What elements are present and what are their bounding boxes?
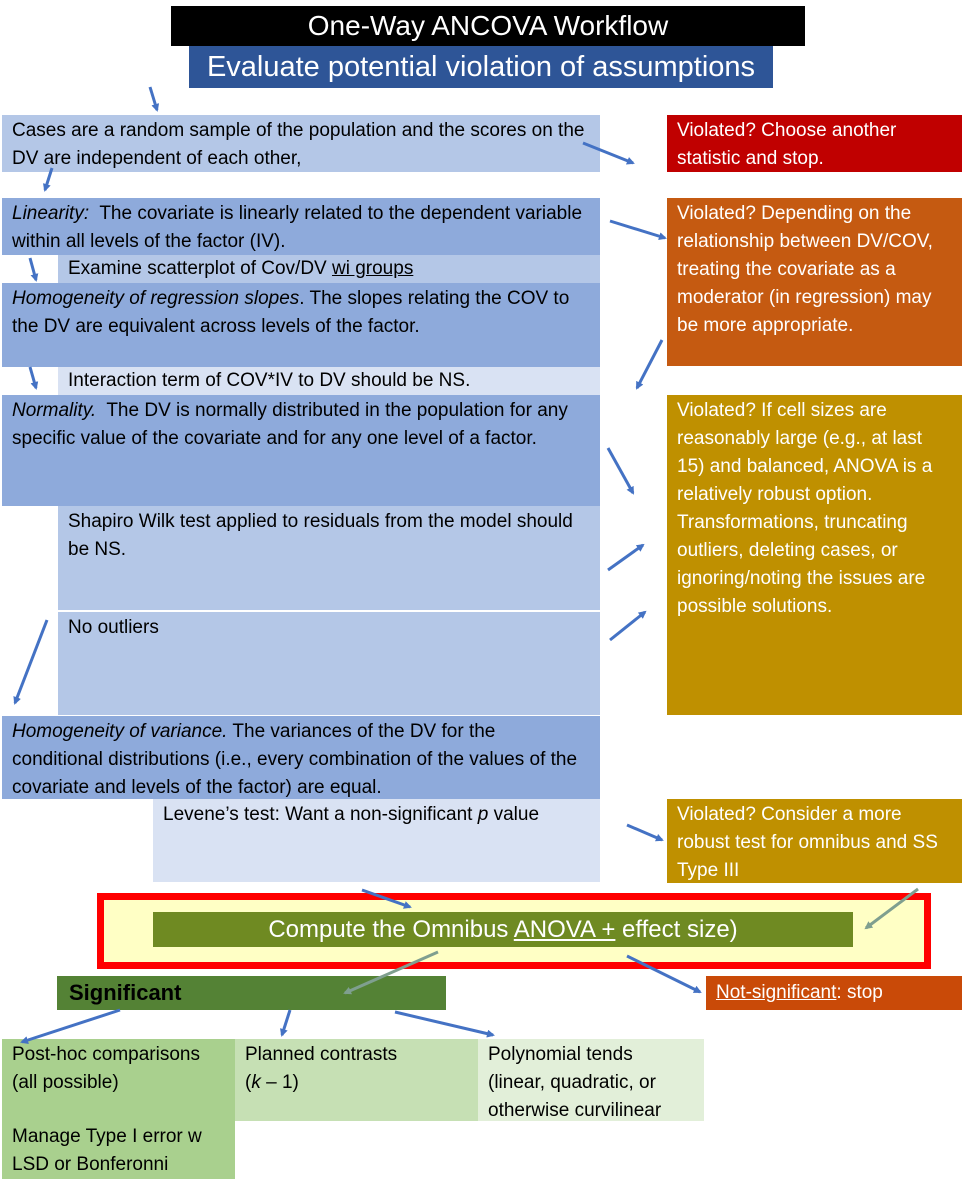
planned-contrasts-box: Planned contrasts (k – 1)	[235, 1039, 478, 1121]
posthoc-text: Post-hoc comparisons (all possible)	[12, 1044, 200, 1093]
not-significant-suffix: : stop	[836, 982, 883, 1003]
levene-suffix: value	[488, 804, 540, 825]
omnibus-suffix: effect size)	[615, 916, 738, 943]
planned-contrasts-k: k	[251, 1072, 261, 1093]
arrow	[148, 86, 160, 112]
violation-variance-box: Violated? Consider a more robust test fo…	[667, 799, 962, 883]
independence-text: Cases are a random sample of the populat…	[12, 120, 585, 169]
violation-variance-text: Violated? Consider a more robust test fo…	[677, 804, 938, 881]
homogeneity-slopes-box: Homogeneity of regression slopes. The sl…	[2, 283, 600, 367]
violation-independence-box: Violated? Choose another statistic and s…	[667, 115, 962, 172]
interaction-box: Interaction term of COV*IV to DV should …	[58, 367, 600, 395]
linearity-box: Linearity: The covariate is linearly rel…	[2, 198, 600, 255]
arrow	[607, 543, 645, 572]
homogeneity-slopes-label: Homogeneity of regression slopes	[12, 288, 300, 309]
normality-box: Normality. The DV is normally distribute…	[2, 395, 600, 506]
levene-text: Levene’s test: Want a non-significant	[163, 804, 478, 825]
scatterplot-box: Examine scatterplot of Cov/DV wi groups	[58, 255, 600, 283]
scatterplot-underlined: wi groups	[332, 258, 414, 279]
arrow	[626, 823, 664, 842]
linearity-text: The covariate is linearly related to the…	[12, 203, 583, 252]
page-subtitle: Evaluate potential violation of assumpti…	[189, 46, 773, 88]
planned-contrasts-line1: Planned contrasts	[245, 1044, 398, 1065]
arrow	[28, 257, 39, 282]
homogeneity-slopes-text: . The slopes relating the COV to the DV …	[12, 288, 570, 337]
scatterplot-text: Examine scatterplot of Cov/DV	[68, 258, 332, 279]
outliers-text: No outliers	[68, 617, 159, 638]
page-title: One-Way ANCOVA Workflow	[171, 6, 805, 46]
violation-linearity-text: Violated? Depending on the relationship …	[677, 203, 933, 336]
shapiro-text: Shapiro Wilk test applied to residuals f…	[68, 511, 573, 560]
levene-p: p	[477, 804, 489, 825]
arrow	[609, 219, 667, 241]
independence-box: Cases are a random sample of the populat…	[2, 115, 600, 172]
arrow	[606, 447, 635, 495]
normality-label: Normality.	[12, 400, 97, 421]
arrow	[609, 610, 647, 642]
not-significant-underlined: Not-significant	[716, 982, 837, 1003]
shapiro-box: Shapiro Wilk test applied to residuals f…	[58, 506, 600, 610]
significant-box: Significant	[57, 976, 446, 1010]
interaction-text: Interaction term of COV*IV to DV should …	[68, 370, 471, 391]
manage-error-box: Manage Type I error w LSD or Bonferonni	[2, 1121, 235, 1179]
linearity-label: Linearity:	[12, 203, 90, 224]
polynomial-box: Polynomial tends (linear, quadratic, or …	[478, 1039, 704, 1121]
not-significant-box: Not-significant: stop	[706, 976, 962, 1010]
arrow	[635, 339, 664, 390]
homogeneity-variance-box: Homogeneity of variance. The variances o…	[2, 716, 600, 799]
omnibus-prefix: Compute the Omnibus	[268, 916, 514, 943]
manage-error-text: Manage Type I error w LSD or Bonferonni	[12, 1126, 202, 1175]
posthoc-box: Post-hoc comparisons (all possible)	[2, 1039, 235, 1121]
arrow	[13, 619, 49, 705]
homogeneity-variance-text: The variances of the DV for the conditio…	[12, 721, 578, 798]
polynomial-text: Polynomial tends (linear, quadratic, or …	[488, 1044, 662, 1121]
violation-independence-text: Violated? Choose another statistic and s…	[677, 120, 897, 169]
levene-box: Levene’s test: Want a non-significant p …	[153, 799, 600, 882]
arrow	[28, 366, 39, 390]
violation-normality-box: Violated? If cell sizes are reasonably l…	[667, 395, 962, 715]
arrow	[20, 1008, 121, 1044]
arrow	[280, 1009, 292, 1037]
planned-contrasts-open: (	[245, 1072, 252, 1093]
outliers-box: No outliers	[58, 612, 600, 715]
normality-text: The DV is normally distributed in the po…	[12, 400, 568, 449]
violation-normality-text: Violated? If cell sizes are reasonably l…	[677, 400, 933, 617]
omnibus-underlined: ANOVA +	[513, 916, 616, 943]
planned-contrasts-rest: – 1)	[260, 1072, 299, 1093]
arrow	[394, 1010, 495, 1038]
homogeneity-variance-label: Homogeneity of variance.	[12, 721, 228, 742]
omnibus-step: Compute the Omnibus ANOVA + effect size)	[153, 912, 853, 947]
violation-linearity-box: Violated? Depending on the relationship …	[667, 198, 962, 366]
